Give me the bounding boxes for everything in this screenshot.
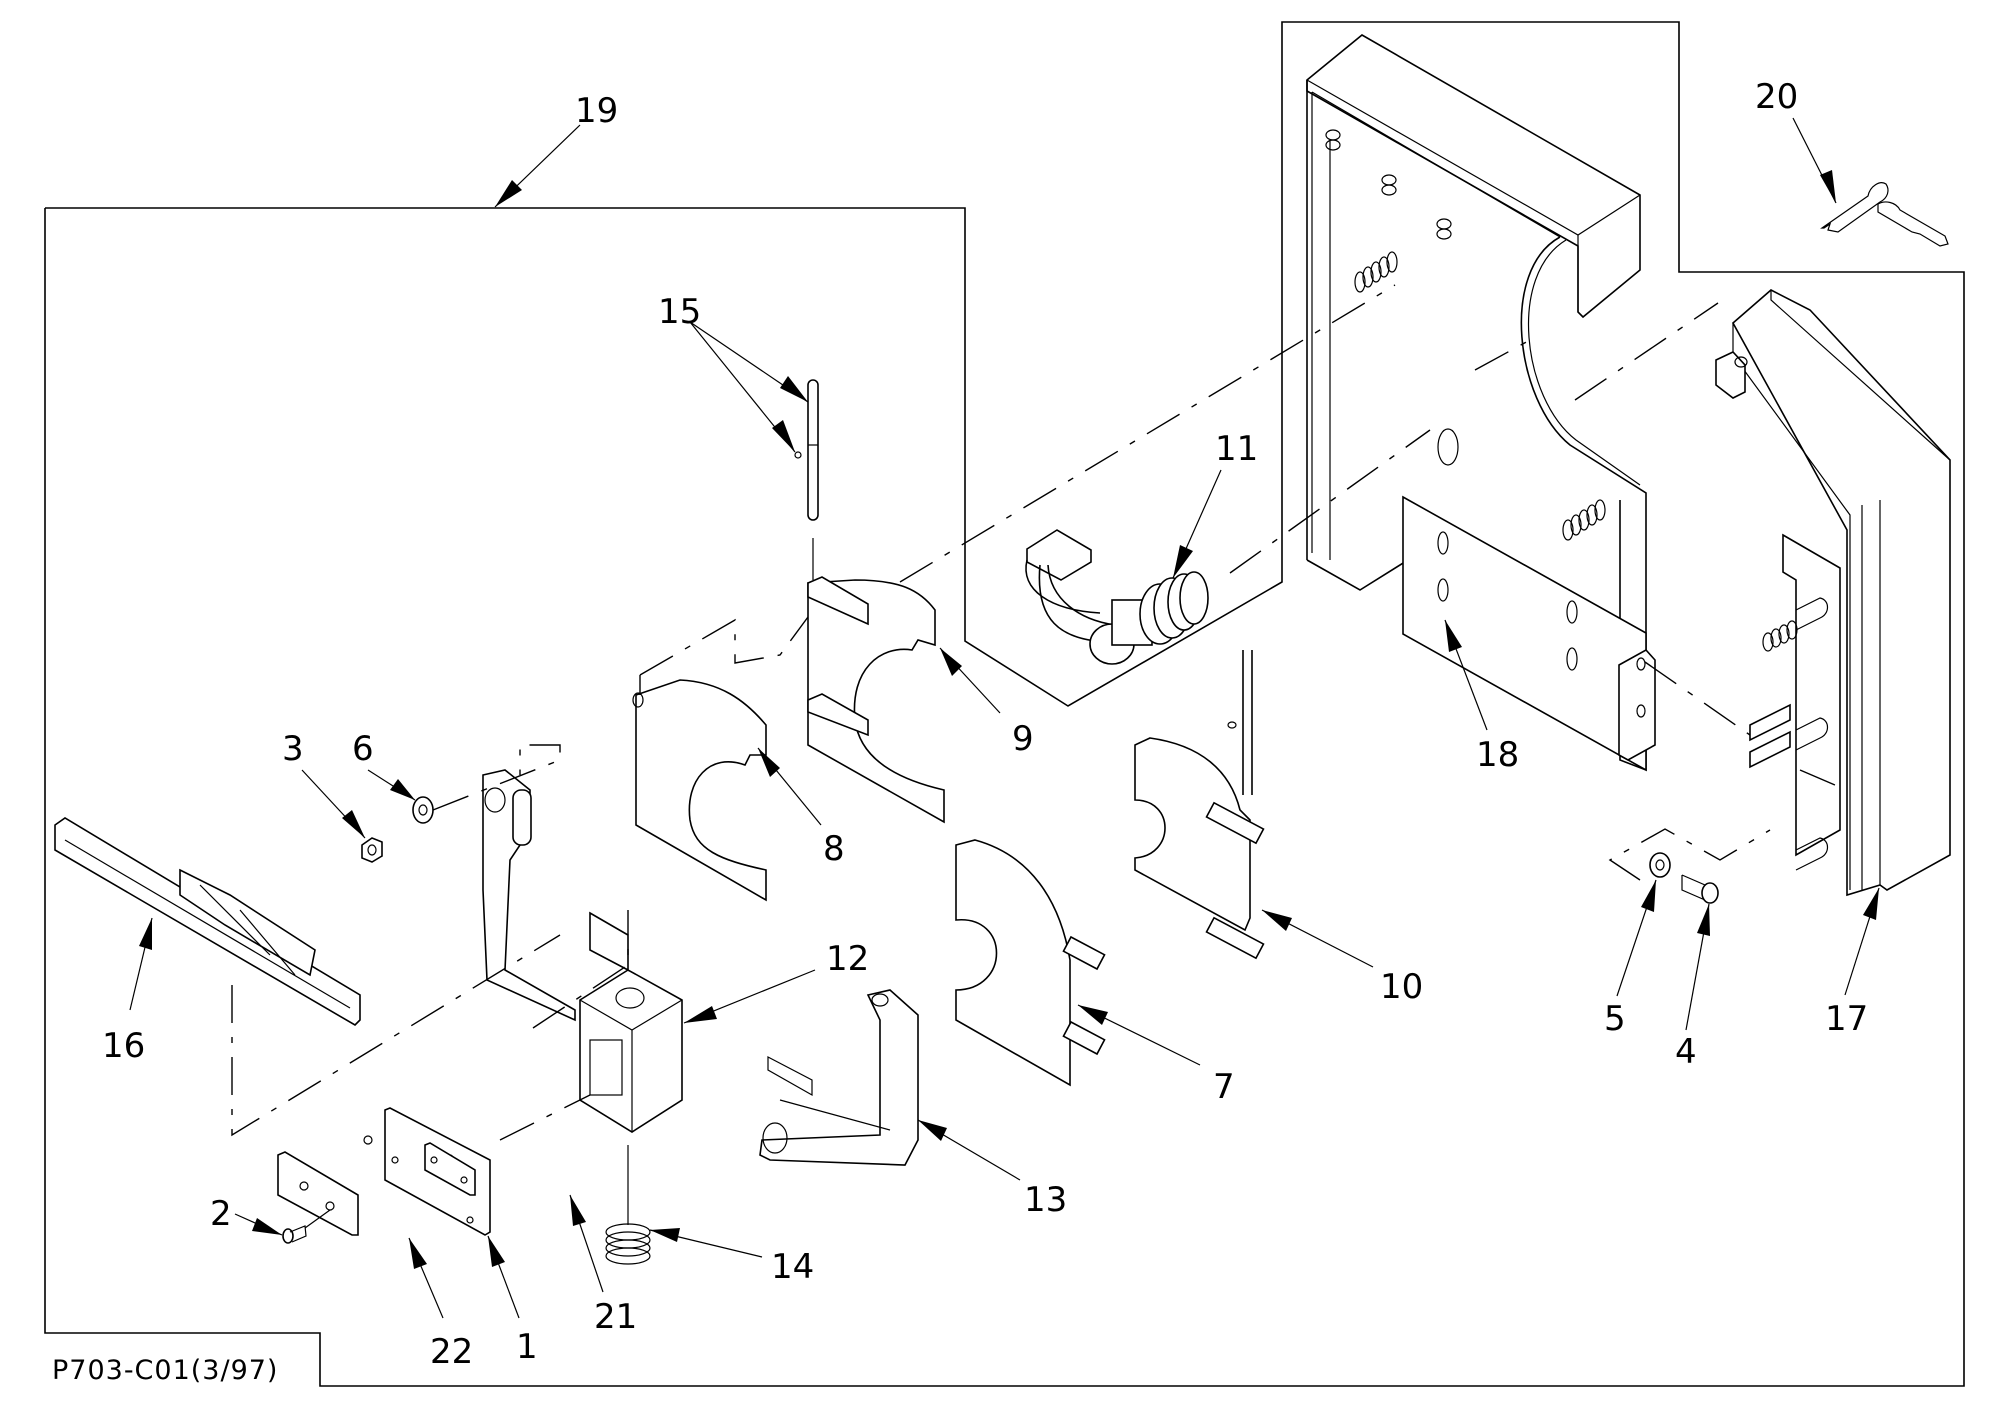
callout-5: 5 [1604,999,1626,1039]
callout-3: 3 [282,729,304,769]
callout-22: 22 [430,1332,473,1372]
callout-10: 10 [1380,967,1423,1007]
callout-8: 8 [823,829,845,869]
hinge-plate-right-part [1134,650,1265,960]
callout-4: 4 [1675,1032,1697,1072]
callout-9: 9 [1012,719,1034,759]
assembly-boundary-outline [44,21,1965,1387]
lock-cylinder-part [1025,529,1209,665]
callout-6: 6 [352,729,374,769]
bracket-frame-part [759,989,919,1166]
callout-18: 18 [1476,735,1519,775]
spring-part [605,1145,651,1265]
mounting-block-part [482,769,683,1133]
slotted-bracket-part [1402,495,1656,772]
drawing-number: P703-C01(3/97) [52,1355,278,1386]
handle-bracket-part [54,817,361,1027]
callout-2: 2 [210,1194,232,1234]
flat-washer-part [1649,852,1671,878]
callout-1: 1 [516,1327,538,1367]
callout-11: 11 [1215,429,1258,469]
assembly-centerlines [231,284,1836,1141]
small-strip-part [424,1142,476,1196]
hinge-plate-left-part [955,839,1106,1087]
keys-icon [1820,182,1949,247]
screw-icon-latch [1762,620,1798,652]
bolt-part [1681,874,1719,904]
spring-icon-lower [1562,499,1606,541]
washer-part [412,796,434,824]
screw-part [282,1209,331,1244]
spring-icon-upper [1354,251,1398,293]
nut-part [361,837,383,863]
callout-14: 14 [771,1247,814,1287]
callout-20: 20 [1755,77,1798,117]
door-plate-part [632,679,767,902]
callout-leaders [129,117,1880,1319]
callout-17: 17 [1825,999,1868,1039]
door-plate-upper-part [807,576,945,824]
cover-housing-part [1715,289,1951,897]
callout-15: 15 [658,292,701,332]
hinge-pin-part [794,379,819,580]
callout-16: 16 [102,1026,145,1066]
callout-13: 13 [1024,1180,1067,1220]
callout-19: 19 [575,91,618,131]
callout-21: 21 [594,1297,637,1337]
housing-frame [1306,34,1647,772]
callout-12: 12 [826,939,869,979]
spacer-strip-part [277,1151,359,1236]
callout-labels: 19 15 20 11 3 6 8 9 12 16 10 7 13 14 2 2… [102,77,1868,1372]
callout-7: 7 [1213,1067,1235,1107]
